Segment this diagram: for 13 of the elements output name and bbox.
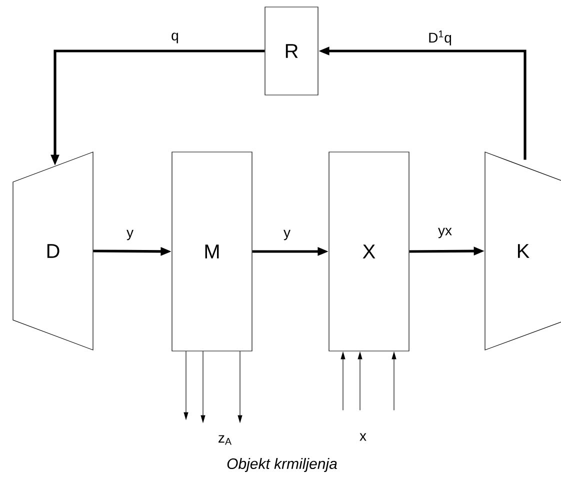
- block-box: R: [264, 6, 318, 96]
- signal-label: z$_{A}$: [218, 435, 232, 445]
- block-box: M: [172, 152, 252, 352]
- edge-label: D$^{1}$q: [429, 30, 452, 46]
- edge-label: y: [284, 230, 290, 240]
- edge-label: y: [126, 230, 134, 240]
- edge-label: yx: [438, 228, 452, 238]
- edge-label: q: [172, 32, 178, 44]
- trapezoid-block: K: [484, 152, 561, 350]
- block-box: X: [328, 152, 410, 352]
- signal-label: x: [360, 433, 366, 441]
- caption: Objekt krmiljenja: [227, 458, 337, 472]
- trapezoid-block: D: [12, 152, 94, 350]
